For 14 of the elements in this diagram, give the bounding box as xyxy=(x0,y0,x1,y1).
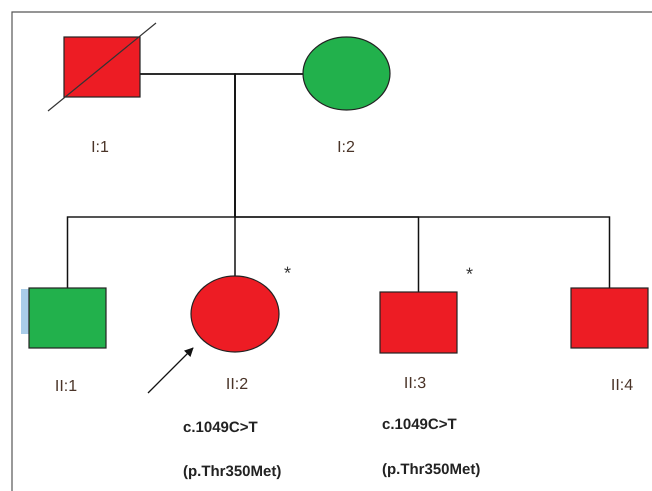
variant-label: c.1049C>T xyxy=(183,419,258,437)
proband-arrow xyxy=(148,347,194,394)
individual-label: I:2 xyxy=(337,139,355,157)
individual-label: II:1 xyxy=(54,378,78,396)
individual-label: II:2 xyxy=(226,376,248,394)
protein-change-label: (p.Thr350Met) xyxy=(382,461,480,479)
variant-label: c.1049C>T xyxy=(382,416,457,434)
individual-label: II:4 xyxy=(610,377,634,395)
protein-change-label: (p.Thr350Met) xyxy=(183,463,282,481)
individual-label: I:1 xyxy=(91,139,109,157)
pedigree-line xyxy=(234,73,610,288)
asterisk-mark: * xyxy=(284,264,292,282)
individual-label: II:3 xyxy=(404,375,426,393)
asterisk-mark: * xyxy=(466,265,474,283)
